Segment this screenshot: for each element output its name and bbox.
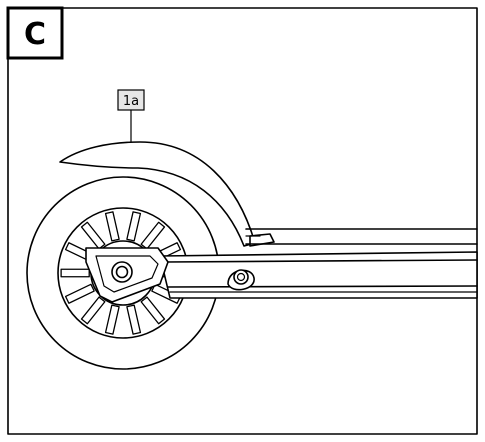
figure-label: C <box>24 17 46 52</box>
pivot-bolt <box>227 269 255 291</box>
wheel-spoke <box>80 296 106 325</box>
wheel-spoke <box>80 221 106 250</box>
wheel-spoke <box>140 296 166 325</box>
wheel-spoke <box>60 268 90 278</box>
wheel-spoke <box>126 211 142 242</box>
chassis <box>159 251 478 299</box>
wheel-spoke <box>64 283 95 304</box>
wheel-spoke <box>126 304 142 335</box>
rear-fork-inner <box>95 255 159 293</box>
figure-label-box: C <box>6 6 64 60</box>
deck <box>245 228 478 245</box>
axle-bolt <box>111 261 133 283</box>
callout-label: 1a <box>123 94 139 109</box>
wheel-spoke <box>104 304 120 335</box>
fender-tab <box>249 233 275 247</box>
wheel-spoke <box>104 211 120 242</box>
